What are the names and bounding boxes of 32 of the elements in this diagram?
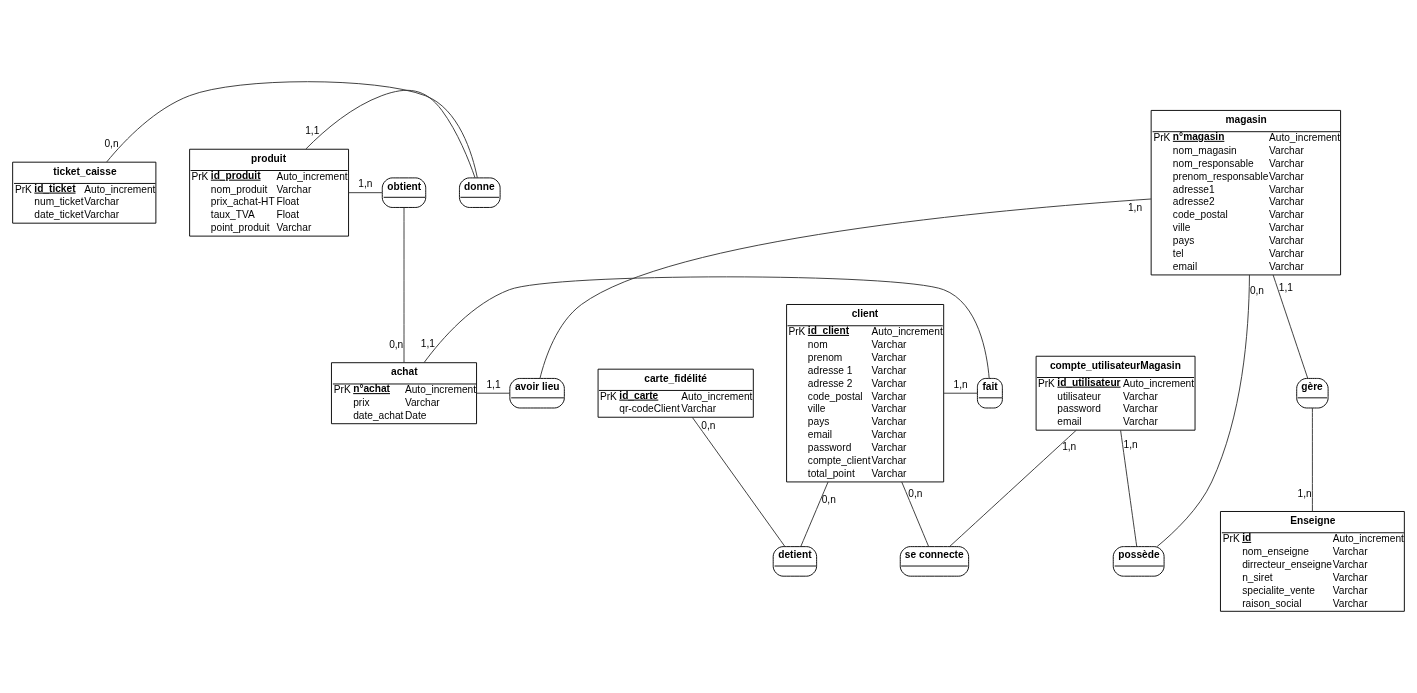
edge-label: 0,n (104, 137, 119, 149)
edge-label: 1,1 (305, 125, 320, 137)
connector (901, 481, 930, 547)
edge-label: 0,n (389, 339, 404, 351)
connector (949, 429, 1077, 548)
edge-label: 1,n (1297, 488, 1312, 500)
connector (106, 81, 478, 179)
edge-label: 1,n (1062, 440, 1077, 452)
connector (800, 481, 829, 547)
edge-label: 1,1 (486, 378, 501, 390)
connector (423, 276, 990, 379)
edge-label: 1,n (953, 378, 968, 390)
edge-label: 0,n (908, 487, 923, 499)
edge-label: 0,n (1249, 285, 1265, 297)
edge-label: 1,n (1127, 201, 1143, 213)
edge-label: 1,1 (420, 338, 435, 350)
edge-label: 1,n (358, 178, 373, 190)
connector (348, 192, 383, 194)
connector (1156, 274, 1250, 547)
connector (1120, 429, 1138, 548)
connector (305, 89, 476, 179)
connector (476, 392, 511, 394)
edge-label: 1,n (1123, 439, 1138, 451)
edge-label: 1,1 (1278, 281, 1293, 293)
edge-label: 0,n (821, 493, 836, 505)
connector (539, 198, 1152, 379)
connector (691, 416, 786, 547)
connector (403, 207, 405, 364)
connector (1272, 274, 1309, 379)
edge-label: 0,n (701, 419, 716, 431)
connector (943, 392, 978, 394)
connector (1311, 407, 1313, 512)
